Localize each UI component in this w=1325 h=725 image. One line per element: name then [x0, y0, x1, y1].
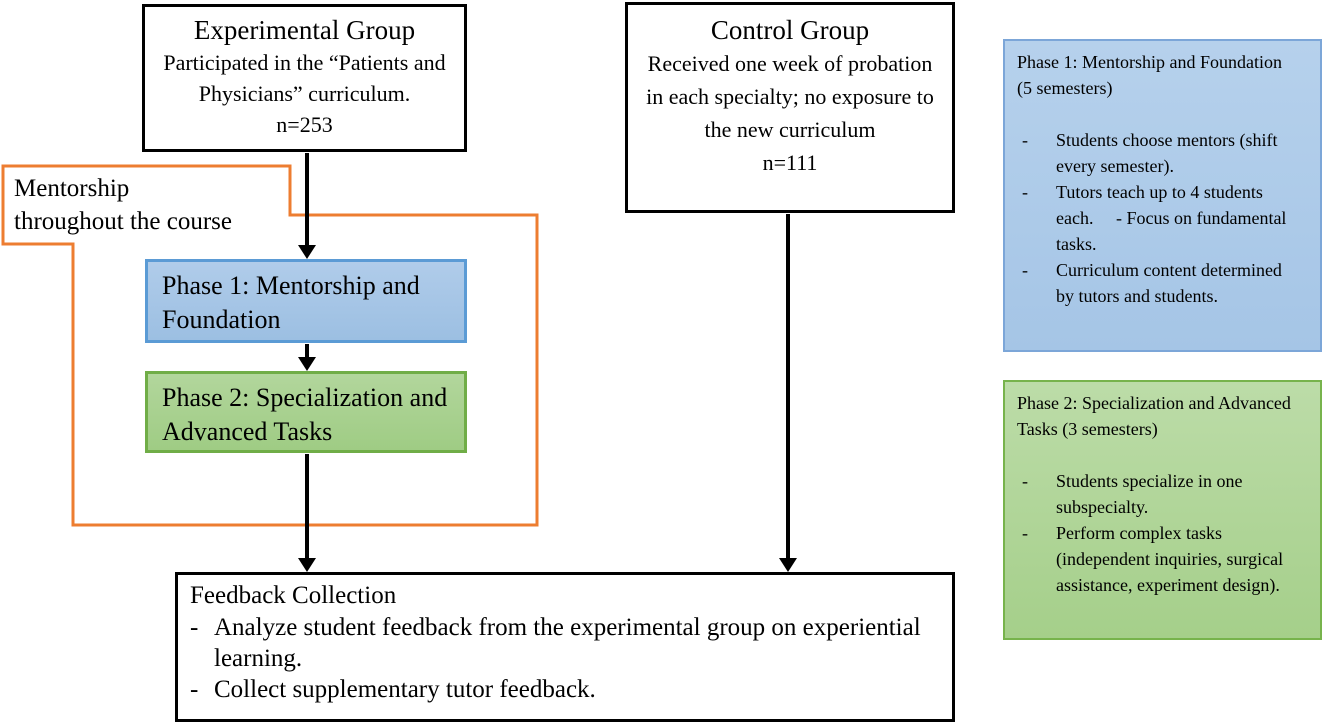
experimental-group-n: n=253	[276, 112, 333, 137]
phase2-panel-bullet-text: Perform complex tasks (independent inqui…	[1056, 523, 1288, 595]
feedback-title: Feedback Collection	[190, 582, 397, 609]
feedback-collection-box: Feedback Collection - Analyze student fe…	[175, 572, 955, 722]
phase1-panel-bullet-text: Curriculum content determined by tutors …	[1056, 260, 1287, 306]
phase1-panel-title: Phase 1: Mentorship and Foundation (5 se…	[1017, 52, 1282, 98]
bullet-dash: -	[1022, 523, 1028, 543]
arrowhead-control-to-feedback	[779, 558, 797, 572]
phase1-panel-bullet: - Students choose mentors (shift every s…	[1017, 127, 1298, 179]
phase2-panel-bullet: - Students specialize in one subspecialt…	[1017, 468, 1298, 520]
phase2-detail-panel: Phase 2: Specialization and Advanced Tas…	[1003, 380, 1322, 640]
phase1-panel-bullet: - Curriculum content determined by tutor…	[1017, 257, 1298, 309]
bullet-dash: -	[1022, 471, 1028, 491]
control-group-box: Control Group Received one week of proba…	[625, 2, 955, 213]
phase2-panel-title: Phase 2: Specialization and Advanced Tas…	[1017, 393, 1291, 439]
control-group-n: n=111	[762, 150, 818, 175]
experimental-group-title: Experimental Group	[193, 15, 416, 45]
phase1-panel-bullet: - Tutors teach up to 4 students each. - …	[1017, 179, 1298, 257]
feedback-bullet: - Collect supplementary tutor feedback.	[190, 674, 940, 705]
phase1-panel-bullet-text: Tutors teach up to 4 students each. - Fo…	[1056, 182, 1291, 254]
bullet-dash: -	[190, 614, 199, 641]
phase1-panel-bullet-text: Students choose mentors (shift every sem…	[1056, 130, 1282, 176]
bullet-dash: -	[1022, 182, 1028, 202]
feedback-bullet: - Analyze student feedback from the expe…	[190, 612, 940, 674]
bullet-dash: -	[1022, 260, 1028, 280]
control-group-description: Received one week of probation in each s…	[646, 51, 934, 142]
mentorship-note: Mentorship throughout the course	[14, 172, 294, 238]
feedback-bullet-text: Collect supplementary tutor feedback.	[214, 676, 596, 703]
control-group-title: Control Group	[710, 15, 870, 45]
experimental-group-box: Experimental Group Participated in the “…	[142, 4, 467, 152]
feedback-bullet-text: Analyze student feedback from the experi…	[214, 614, 927, 672]
mentorship-outline	[1, 164, 539, 527]
arrowhead-phase1-to-phase2	[298, 357, 316, 371]
bullet-dash: -	[190, 676, 199, 703]
phase1-label: Phase 1: Mentorship and Foundation	[162, 271, 420, 334]
phase2-box: Phase 2: Specialization and Advanced Tas…	[145, 371, 467, 453]
arrowhead-phase2-to-feedback	[298, 558, 316, 572]
experimental-group-description: Participated in the “Patients and Physic…	[163, 50, 446, 106]
phase1-box: Phase 1: Mentorship and Foundation	[145, 259, 467, 343]
bullet-dash: -	[1022, 130, 1028, 150]
phase2-panel-bullet-text: Students specialize in one subspecialty.	[1056, 471, 1247, 517]
phase2-panel-bullet: - Perform complex tasks (independent inq…	[1017, 520, 1298, 598]
arrowhead-experimental-to-phase1	[298, 245, 316, 259]
phase1-detail-panel: Phase 1: Mentorship and Foundation (5 se…	[1003, 39, 1322, 352]
mentorship-note-line1: Mentorship	[14, 175, 130, 202]
mentorship-note-line2: throughout the course	[14, 208, 233, 235]
phase2-label: Phase 2: Specialization and Advanced Tas…	[162, 383, 448, 446]
